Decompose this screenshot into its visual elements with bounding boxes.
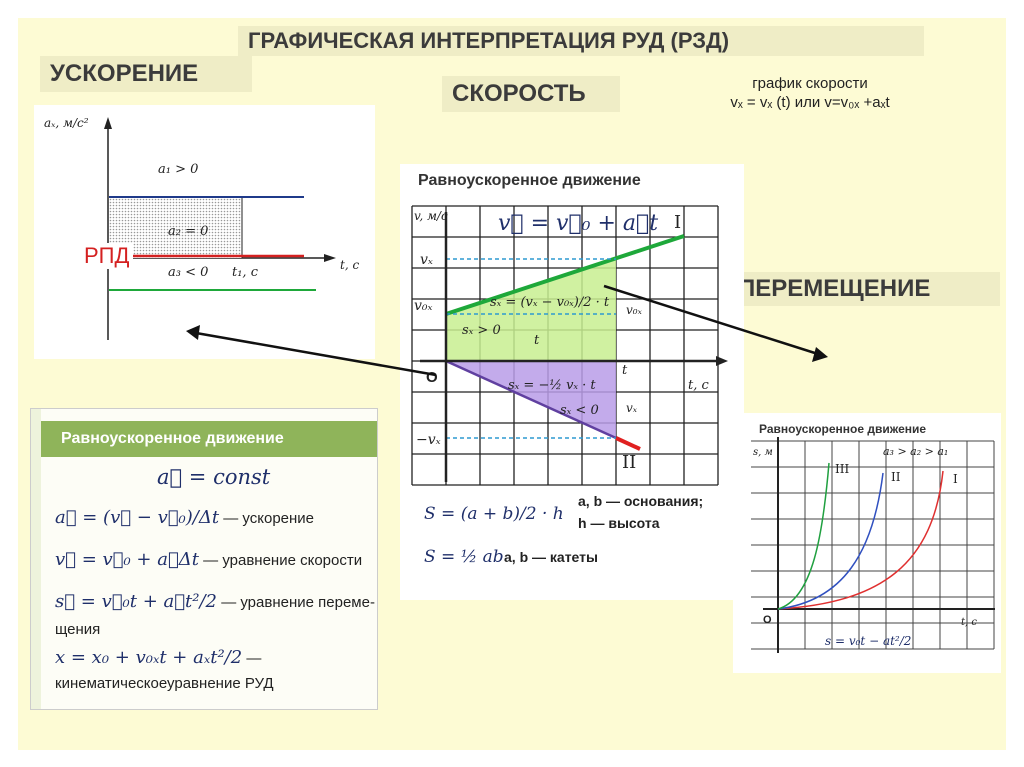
- acceleration-heading: УСКОРЕНИЕ: [40, 56, 252, 92]
- velocity-eq: v⃗ = v⃗₀ + a⃗t: [498, 211, 658, 236]
- velocity-formula2: S = ½ ab: [424, 547, 504, 567]
- velocity-formula1-note2: h — высота: [578, 515, 660, 531]
- formula-const: a⃗ = const: [157, 465, 271, 489]
- formula-acceleration-text: — ускорение: [223, 510, 315, 527]
- velocity-graph-caption: график скорости vₓ = vₓ (t) или v=v₀ₓ +a…: [690, 74, 930, 112]
- displacement-curve-I: [777, 470, 944, 610]
- displacement-graph-header: Равноускоренное движение: [759, 422, 926, 436]
- velocity-line-II: [445, 359, 617, 440]
- velocity-heading: СКОРОСТЬ: [442, 76, 620, 112]
- accel-y-arrow: [104, 117, 112, 129]
- displacement-curve-II-label: II: [891, 470, 901, 484]
- displacement-heading: ПЕРЕМЕЩЕНИЕ: [728, 272, 1000, 306]
- velocity-line-II-label: II: [622, 452, 636, 473]
- velocity-sx-negative: sₓ < 0: [560, 403, 599, 418]
- velocity-graph-svg: Равноускоренное движение v⃗ = v⃗₀ + a⃗t …: [411, 172, 728, 567]
- formula-box: Равноускоренное движение a⃗ = const a⃗ =…: [30, 408, 378, 710]
- formula-kinematic-text: —: [246, 650, 262, 667]
- velocity-neg-vx-label: −vₓ: [416, 432, 441, 448]
- velocity-line-II-red: [615, 436, 641, 451]
- velocity-line-I: [445, 234, 685, 316]
- acceleration-graph-svg: aₓ, м/с² t, с a₁ > 0 a₂ = 0 a₃ < 0 t₁, с: [44, 116, 359, 340]
- formula-kinematic: x = x₀ + v₀ₓt + aₓt²/2 —: [55, 647, 261, 668]
- velocity-formula1-note: a, b — основания;: [578, 493, 703, 509]
- displacement-graph: Равноускоренное движение s, м t, с O a₃ …: [733, 413, 1001, 673]
- velocity-formula2-note: a, b — катеты: [504, 549, 598, 565]
- accel-x-label: t, с: [340, 258, 359, 272]
- formula-velocity: v⃗ = v⃗₀ + a⃗Δt — уравнение скорости: [55, 549, 362, 570]
- velocity-v0x-label: v₀ₓ: [414, 298, 433, 314]
- displacement-y-label: s, м: [753, 447, 773, 458]
- velocity-vx-side-label: vₓ: [626, 401, 638, 415]
- formula-displacement-text2: щения: [55, 621, 101, 638]
- velocity-sx-lower: sₓ = −½ vₓ · t: [508, 378, 596, 393]
- velocity-graph: Равноускоренное движение v⃗ = v⃗₀ + a⃗t …: [400, 164, 744, 600]
- displacement-curve-II: [777, 472, 884, 610]
- displacement-zero-label: O: [763, 614, 772, 626]
- velocity-t-arrow: [716, 356, 728, 366]
- accel-x-arrow: [324, 254, 336, 262]
- formula-acceleration: a⃗ = (v⃗ − v⃗₀)/Δt — ускорение: [55, 507, 314, 528]
- displacement-x-label: t, с: [961, 617, 977, 628]
- acceleration-graph: aₓ, м/с² t, с a₁ > 0 a₂ = 0 a₃ < 0 t₁, с…: [34, 105, 375, 359]
- velocity-t-side-label: t: [622, 363, 628, 378]
- formula-kinematic-eq: x = x₀ + v₀ₓt + aₓt²/2: [55, 647, 243, 668]
- velocity-formula1: S = (a + b)/2 · h: [424, 504, 564, 524]
- formula-displacement-eq: s⃗ = v⃗₀t + a⃗t²/2: [55, 591, 218, 612]
- accel-a2-label: a₂ = 0: [168, 224, 208, 239]
- accel-a1-label: a₁ > 0: [158, 162, 198, 177]
- velocity-t-axis-label: t, с: [688, 378, 709, 393]
- formula-box-side-strip: [31, 409, 41, 709]
- velocity-vx-label: vₓ: [420, 252, 433, 268]
- displacement-formula: s = v₀t − at²/2: [825, 634, 911, 648]
- formula-box-header: Равноускоренное движение: [41, 421, 377, 457]
- displacement-curve-III-label: III: [835, 462, 849, 476]
- formula-velocity-text: — уравнение скорости: [203, 552, 363, 569]
- displacement-legend: a₃ > a₂ > a₁: [883, 445, 948, 458]
- velocity-graph-caption-line1: график скорости: [752, 75, 868, 92]
- velocity-area-positive: [446, 259, 616, 361]
- accel-y-label: aₓ, м/с²: [44, 116, 89, 130]
- accel-t1-label: t₁, с: [232, 265, 259, 280]
- formula-displacement: s⃗ = v⃗₀t + a⃗t²/2 — уравнение переме-: [55, 591, 375, 612]
- formula-displacement-text: — уравнение переме-: [221, 594, 375, 611]
- velocity-graph-caption-line2: vₓ = vₓ (t) или v=v₀ₓ +aₓt: [730, 94, 890, 111]
- velocity-v0x-side-label: v₀ₓ: [626, 303, 643, 317]
- velocity-line-I-label: I: [674, 212, 681, 233]
- displacement-curve-I-label: I: [953, 472, 958, 486]
- velocity-graph-header: Равноускоренное движение: [418, 172, 641, 189]
- formula-acceleration-eq: a⃗ = (v⃗ − v⃗₀)/Δt: [55, 507, 220, 528]
- velocity-y-axis-label: v, м/с: [414, 209, 448, 223]
- rpd-label: РПД: [80, 243, 134, 269]
- formula-kinematic-text2: кинематическоеуравнение РУД: [55, 675, 274, 692]
- velocity-sx-upper: sₓ = (vₓ − v₀ₓ)/2 · t: [490, 295, 610, 310]
- velocity-sx-positive: sₓ > 0: [462, 323, 501, 338]
- displacement-graph-svg: Равноускоренное движение s, м t, с O a₃ …: [751, 422, 995, 653]
- velocity-zero-label: O: [426, 369, 438, 386]
- accel-a3-label: a₃ < 0: [168, 265, 208, 280]
- velocity-t-label: t: [534, 333, 540, 348]
- page-title: ГРАФИЧЕСКАЯ ИНТЕРПРЕТАЦИЯ РУД (РЗД): [238, 26, 924, 56]
- displacement-curve-III: [777, 462, 830, 610]
- formula-velocity-eq: v⃗ = v⃗₀ + a⃗Δt: [55, 549, 199, 570]
